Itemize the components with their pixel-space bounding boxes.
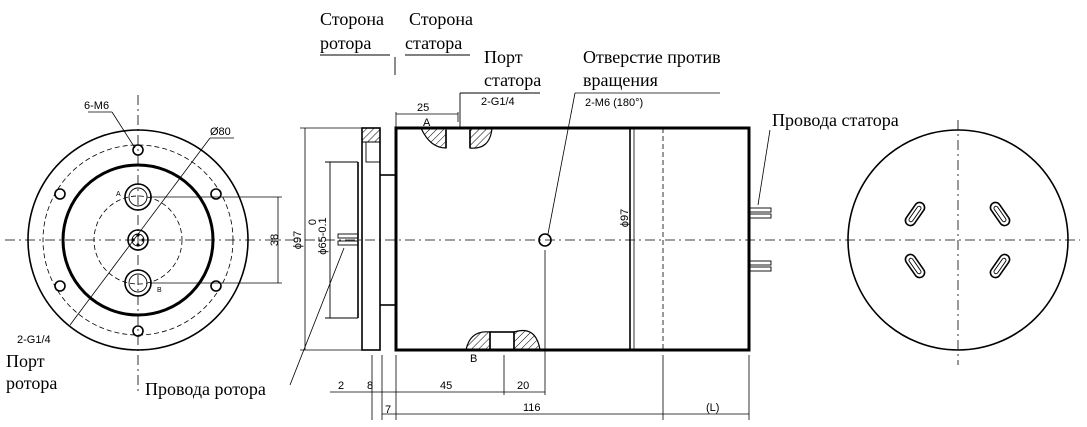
stator-side-label-1: Сторона [409, 9, 473, 29]
stator-thread-label: 2-G1/4 [481, 96, 515, 108]
zero-label: 0 [307, 219, 319, 225]
dim-38: 38 [269, 234, 281, 246]
dim-20: 20 [517, 380, 529, 392]
dia80-label: Ø80 [210, 126, 231, 138]
rotor-side-label-2: ротора [320, 33, 371, 53]
port-b-small: B [157, 287, 162, 294]
stator-end-view [847, 129, 1069, 351]
stator-side-label-2: статора [405, 33, 462, 53]
dia65-label: ϕ65-0.1 [317, 217, 329, 254]
dim-l: (L) [706, 402, 719, 414]
rotor-side-label-1: Сторона [320, 9, 384, 29]
stator-port-label-1: Порт [484, 47, 523, 67]
anti-rotation-hole-label: 2-M6 (180°) [585, 97, 643, 109]
rotor-wires-label: Провода ротора [145, 379, 266, 399]
dim-2: 2 [338, 380, 344, 392]
anti-rotation-label-1: Отверстие против [583, 47, 721, 67]
rotor-port-label-1: Порт [6, 351, 45, 371]
dia97-left: ϕ97 [292, 231, 304, 249]
dim-45: 45 [440, 380, 452, 392]
holes-label: 6-M6 [84, 100, 109, 112]
rotor-thread-label: 2-G1/4 [17, 334, 51, 346]
port-a-small: A [116, 191, 121, 198]
rotor-port-label-2: ротора [6, 373, 57, 393]
stator-port-label-2: статора [484, 70, 541, 90]
side-view [289, 54, 772, 420]
rotor-front-view [27, 111, 282, 351]
dim-8: 8 [367, 380, 373, 392]
dim-7: 7 [385, 404, 391, 416]
stator-wires-label: Провода статора [772, 110, 899, 130]
dim-116: 116 [523, 402, 541, 414]
port-b-label: B [470, 353, 477, 365]
anti-rotation-label-2: вращения [583, 70, 658, 90]
dia97-body: ϕ97 [619, 209, 631, 227]
port-a-label: A [423, 117, 431, 129]
dim-25: 25 [417, 102, 429, 114]
